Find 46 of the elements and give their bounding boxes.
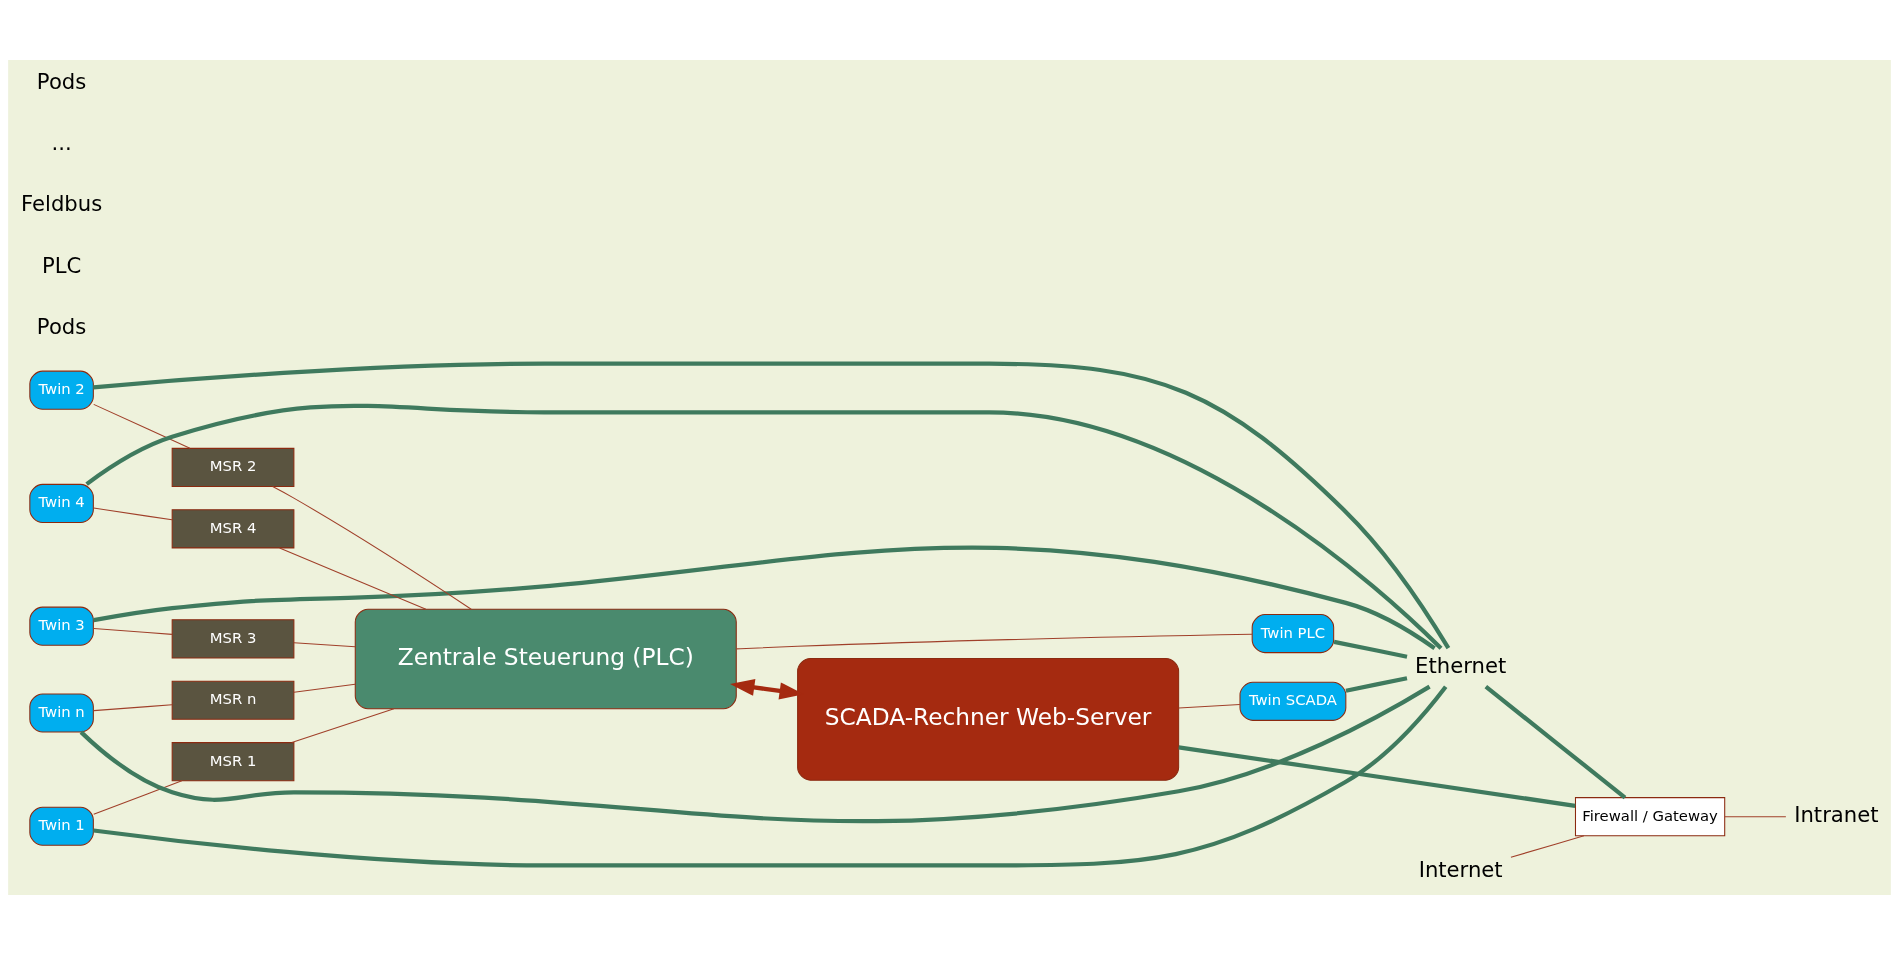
node-box: Twin 3	[29, 606, 94, 646]
node-box: Firewall / Gateway	[1574, 797, 1726, 837]
connector	[93, 704, 173, 712]
node-box: SCADA-Rechner Web-Server	[797, 657, 1180, 781]
connector	[85, 403, 1443, 650]
connector	[93, 361, 1451, 650]
connector	[1724, 816, 1787, 818]
label: PLC	[41, 252, 82, 278]
node-box: Twin 2	[29, 370, 94, 410]
connector	[1345, 676, 1408, 693]
connector	[293, 683, 356, 693]
label: Feldbus	[20, 191, 103, 217]
node-box: Twin 4	[29, 483, 94, 523]
node-box: MSR 2	[171, 447, 295, 488]
connector	[279, 547, 427, 610]
connector	[1333, 639, 1408, 659]
node-box: Twin 1	[29, 806, 94, 846]
node-box: Twin PLC	[1251, 614, 1335, 654]
node-text: Ethernet	[1415, 652, 1507, 678]
connector	[93, 628, 173, 635]
connector	[1178, 703, 1241, 709]
node-box: MSR 3	[171, 619, 295, 659]
connector	[1484, 685, 1627, 800]
node-box: Zentrale Steuerung (PLC)	[354, 608, 737, 710]
connector	[291, 708, 395, 744]
node-box: MSR 4	[171, 509, 295, 549]
connector	[293, 642, 356, 648]
label: Pods	[36, 68, 87, 94]
node-box: Twin SCADA	[1239, 681, 1347, 721]
connector	[79, 684, 1431, 824]
node-box: MSR 1	[171, 742, 295, 782]
label: ...	[51, 129, 72, 155]
connector	[272, 486, 472, 610]
label: Pods	[36, 314, 87, 340]
connector	[93, 545, 1436, 651]
connector	[93, 403, 191, 449]
node-text: Intranet	[1794, 801, 1879, 827]
connector	[1178, 745, 1576, 808]
node-text: Internet	[1418, 857, 1503, 883]
connector	[93, 780, 183, 815]
connector	[1510, 835, 1585, 858]
connector	[93, 507, 173, 521]
connector	[93, 685, 1448, 868]
node-box: MSR n	[171, 680, 295, 720]
connector	[735, 633, 1253, 650]
node-box: Twin n	[29, 693, 94, 733]
